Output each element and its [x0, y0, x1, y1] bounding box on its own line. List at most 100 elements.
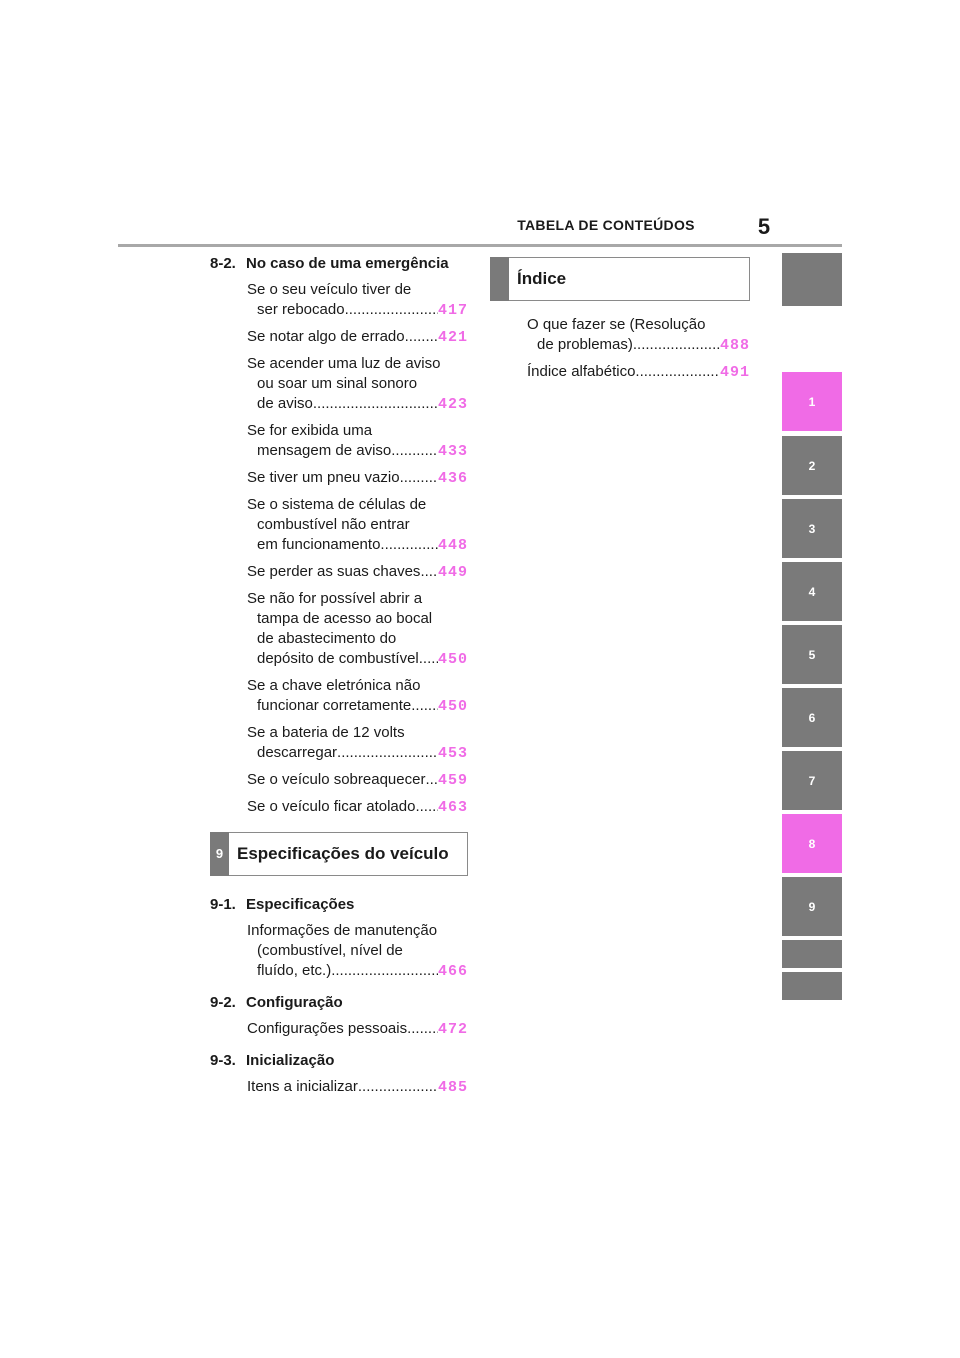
entry-list: Configurações pessoais .................… — [210, 1019, 468, 1040]
entry-text: (combustível, nível de — [257, 942, 403, 959]
page-link[interactable]: 421 — [437, 329, 468, 346]
toc-entry[interactable]: Se tiver um pneu vazio .................… — [210, 468, 468, 489]
entry-text: Se acender uma luz de aviso — [247, 355, 441, 372]
chapter-tab[interactable] — [782, 253, 842, 306]
entry-text: Itens a inicializar — [247, 1078, 358, 1095]
entry-text: em funcionamento — [257, 536, 381, 553]
toc-entry[interactable]: Se a chave eletrónica não funcionar corre… — [210, 676, 468, 717]
toc-entry[interactable]: Itens a inicializar ....................… — [210, 1077, 468, 1098]
entry-text: ou soar um sinal sonoro — [257, 375, 418, 392]
toc-entry[interactable]: Se o seu veículo tiver de ser rebocado ..… — [210, 280, 468, 321]
leader-dots: ........................................… — [411, 697, 438, 714]
toc-entry[interactable]: Se o veículo ficar atolado .............… — [210, 797, 468, 818]
chapter-tab-3[interactable]: 3 — [782, 499, 842, 558]
page-link[interactable]: 423 — [437, 396, 468, 413]
leader-dots: ........................................… — [357, 1078, 438, 1095]
chapter-tab-9[interactable]: 9 — [782, 877, 842, 936]
chapter-tab-2[interactable]: 2 — [782, 436, 842, 495]
entry-text: Se notar algo de errado — [247, 328, 405, 345]
page-link[interactable]: 485 — [437, 1079, 468, 1096]
section-title: Índice — [517, 269, 567, 288]
page-link[interactable]: 466 — [437, 963, 468, 980]
entry-text: Se o sistema de células de — [247, 496, 427, 513]
subsection-heading[interactable]: 9-2. Configuração — [210, 994, 343, 1011]
leader-dots: ........................................… — [312, 395, 438, 412]
leader-dots: ........................................… — [425, 771, 438, 788]
entry-text: Informações de manutenção — [247, 922, 438, 939]
chapter-tab-8[interactable]: 8 — [782, 814, 842, 873]
entry-text: Se for exibida uma — [247, 422, 373, 439]
entry-list: Informações de manutenção (combustível, n… — [210, 921, 468, 982]
entry-text: tampa de acesso ao bocal — [257, 610, 433, 627]
toc-entry[interactable]: Se o veículo sobreaquecer ..............… — [210, 770, 468, 791]
toc-entry[interactable]: Se acender uma luz de aviso ou soar um si… — [210, 354, 468, 415]
leader-dots: ........................................… — [635, 363, 720, 380]
page-link[interactable]: 459 — [437, 772, 468, 789]
entry-text: funcionar corretamente — [257, 697, 412, 714]
entry-text: Índice alfabético — [527, 363, 636, 380]
entry-text: combustível não entrar — [257, 516, 410, 533]
entry-text: Se tiver um pneu vazio — [247, 469, 400, 486]
subsection-heading[interactable]: 9-3. Inicialização — [210, 1052, 335, 1069]
entry-text: descarregar — [257, 744, 338, 761]
entry-text: Se o veículo sobreaquecer — [247, 771, 426, 788]
leader-dots: ........................................… — [337, 744, 438, 761]
entry-list: Itens a inicializar ....................… — [210, 1077, 468, 1098]
section-tab: 9 — [210, 832, 229, 876]
page-link[interactable]: 463 — [437, 799, 468, 816]
leader-dots: ........................................… — [399, 469, 438, 486]
chapter-tab[interactable] — [782, 972, 842, 1000]
toc-entry[interactable]: Índice alfabético ......................… — [490, 362, 750, 383]
toc-entry[interactable]: Se notar algo de errado ................… — [210, 327, 468, 348]
toc-entry[interactable]: Se o sistema de células de combustível nã… — [210, 495, 468, 556]
entry-text: Se o veículo ficar atolado — [247, 798, 416, 815]
chapter-tab-7[interactable]: 7 — [782, 751, 842, 810]
page-link[interactable]: 436 — [437, 470, 468, 487]
page-link[interactable]: 472 — [437, 1021, 468, 1038]
page-link[interactable]: 450 — [437, 651, 468, 668]
section-header-9[interactable]: 9 Especificações do veículo — [210, 832, 468, 876]
leader-dots: ........................................… — [404, 328, 438, 345]
entry-text: ser rebocado — [257, 301, 345, 318]
entry-text: Se não for possível abrir a — [247, 590, 423, 607]
leader-dots: ........................................… — [380, 536, 438, 553]
chapter-tab-6[interactable]: 6 — [782, 688, 842, 747]
toc-entry[interactable]: Se perder as suas chaves ...............… — [210, 562, 468, 583]
toc-entry[interactable]: Se não for possível abrir a tampa de aces… — [210, 589, 468, 670]
entry-text: de abastecimento do — [257, 630, 397, 647]
subsection-heading[interactable]: 8-2. No caso de uma emergência — [210, 255, 449, 272]
leader-dots: ........................................… — [344, 301, 438, 318]
entry-text: O que fazer se (Resolução — [527, 316, 706, 333]
chapter-tab[interactable] — [782, 940, 842, 968]
toc-entry[interactable]: Configurações pessoais .................… — [210, 1019, 468, 1040]
page-number: 5 — [757, 214, 771, 239]
chapter-tab-1[interactable]: 1 — [782, 372, 842, 431]
toc-left-column: 8-2. No caso de uma emergência Se o seu … — [210, 254, 468, 1098]
toc-entry[interactable]: Informações de manutenção (combustível, n… — [210, 921, 468, 982]
header-divider — [118, 244, 842, 247]
page-link[interactable]: 433 — [437, 443, 468, 460]
section-header-index[interactable]: Índice — [490, 257, 750, 301]
page-link[interactable]: 453 — [437, 745, 468, 762]
entry-text: Se a chave eletrónica não — [247, 677, 421, 694]
entry-text: Configurações pessoais — [247, 1020, 408, 1037]
entry-text: Se o seu veículo tiver de — [247, 281, 412, 298]
section-title: Especificações do veículo — [237, 844, 449, 863]
chapter-tab-5[interactable]: 5 — [782, 625, 842, 684]
page-link[interactable]: 417 — [437, 302, 468, 319]
leader-dots: ........................................… — [420, 563, 438, 580]
page-link[interactable]: 448 — [437, 537, 468, 554]
page-link[interactable]: 449 — [437, 564, 468, 581]
chapter-tab-4[interactable]: 4 — [782, 562, 842, 621]
page-link[interactable]: 491 — [719, 364, 750, 381]
entry-text: mensagem de aviso — [257, 442, 392, 459]
page-link[interactable]: 450 — [437, 698, 468, 715]
page-link[interactable]: 488 — [719, 337, 750, 354]
leader-dots: ........................................… — [415, 798, 438, 815]
subsection-heading[interactable]: 9-1. Especificações — [210, 896, 355, 913]
